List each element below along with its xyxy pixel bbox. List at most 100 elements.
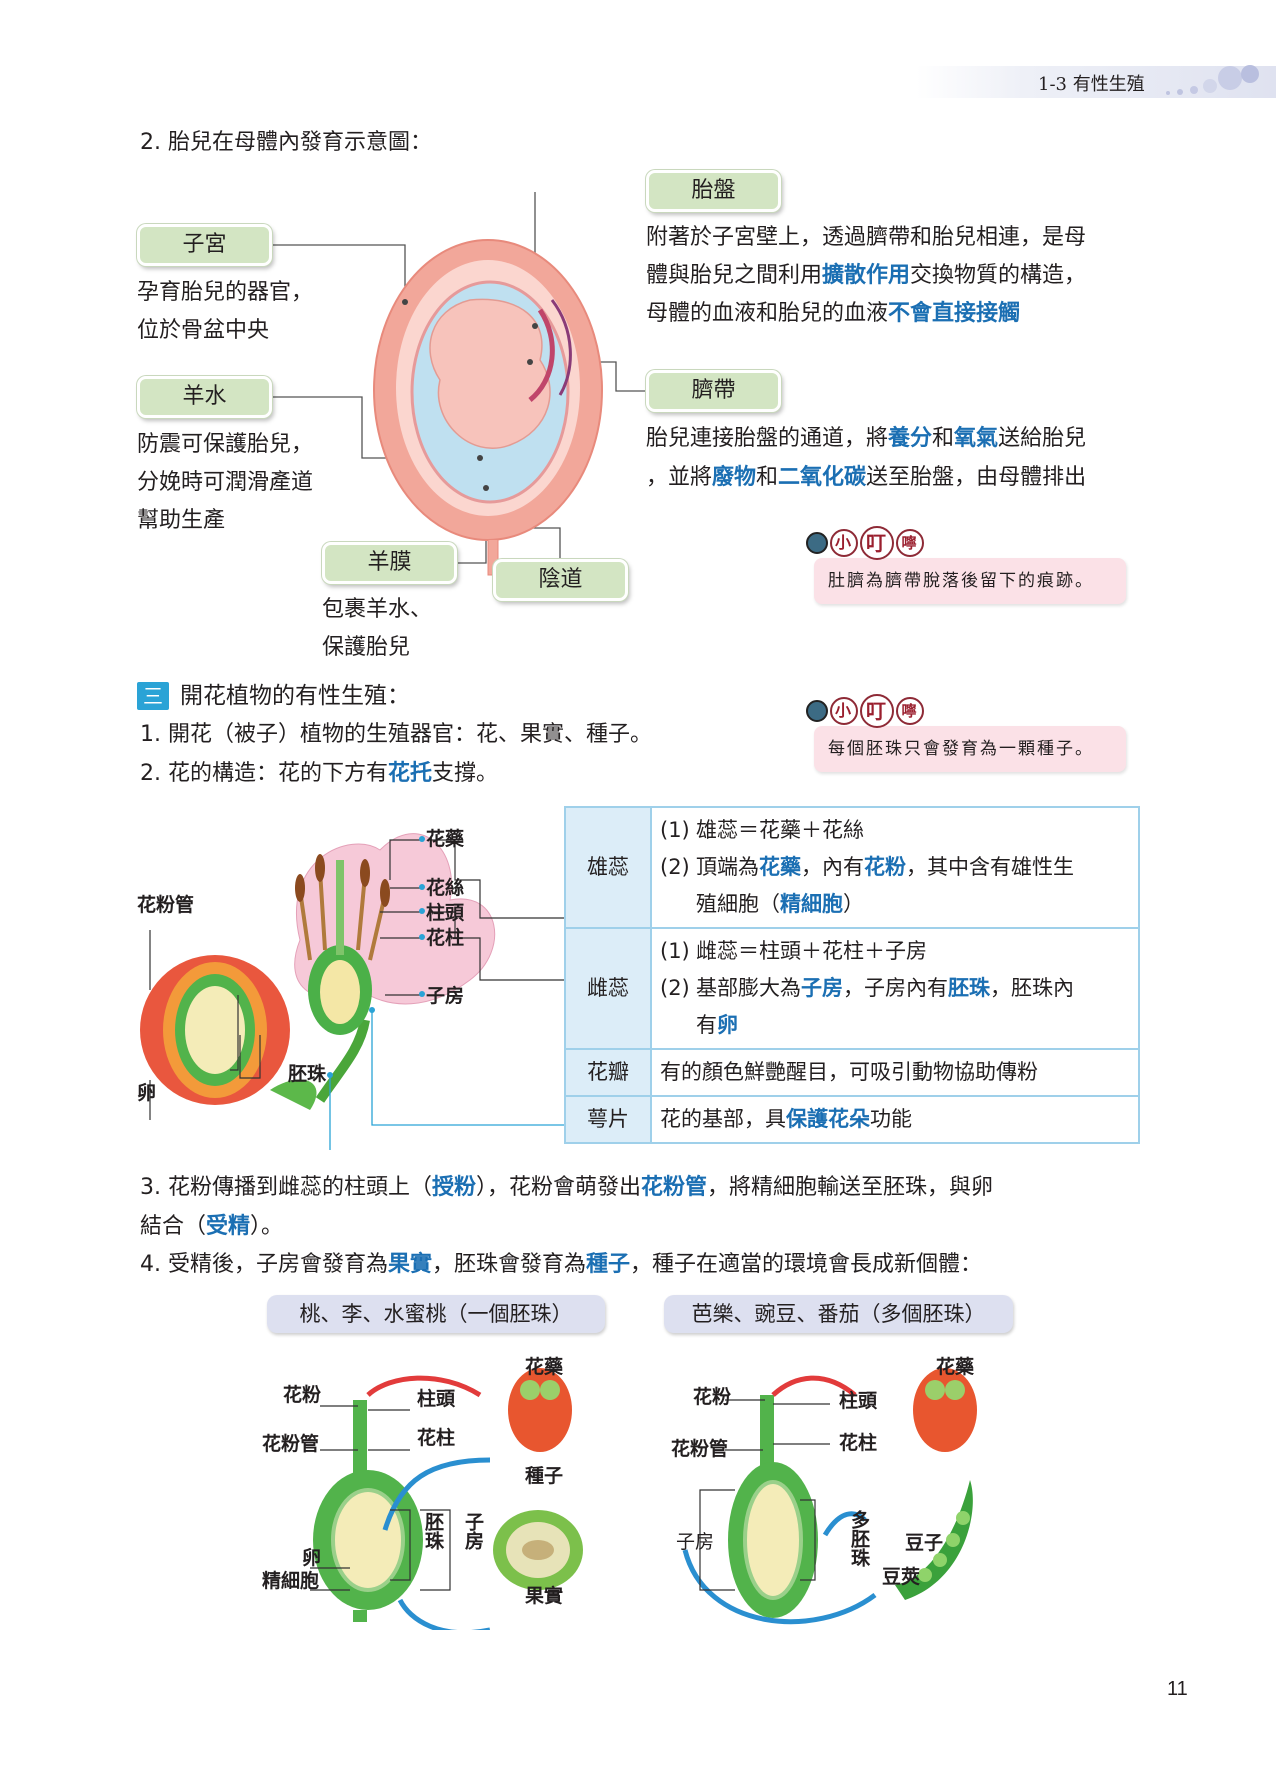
fruit-illustration bbox=[493, 1510, 583, 1590]
flower-structure-table: 雄蕊(1)雄蕊＝花藥＋花絲(2)頂端為花藥，內有花粉，其中含有雄性生殖細胞（精細… bbox=[564, 806, 1140, 1144]
tip-badge-char: 嚀 bbox=[896, 697, 924, 725]
text-segment: 殖細胞（ bbox=[696, 892, 780, 916]
uterus-illustration bbox=[373, 239, 603, 576]
ex1-label-anther: 花藥 bbox=[525, 1356, 564, 1378]
row-line: 花的基部，具保護花朵功能 bbox=[660, 1101, 1130, 1138]
ex1-label-seed: 種子 bbox=[525, 1465, 564, 1487]
row-line: 殖細胞（精細胞） bbox=[660, 886, 1130, 923]
tip-badge: 小 叮 嚀 bbox=[806, 694, 924, 728]
plants-item-3-line-1: 3. 花粉傳播到雌蕊的柱頭上（授粉），花粉會萌發出花粉管，將精細胞輸送至胚珠，與… bbox=[140, 1173, 993, 1203]
text-segment: 結合（ bbox=[140, 1214, 207, 1239]
text-segment: 附著於子宮壁上，透過臍帶和胎兒相連，是母 bbox=[646, 225, 1087, 250]
row-content: 有的顏色鮮艷醒目，可吸引動物協助傳粉 bbox=[650, 1048, 1140, 1097]
highlight-term: 授粉 bbox=[431, 1175, 476, 1200]
highlight-term: 子房 bbox=[801, 976, 843, 1000]
ex1-label-style: 花柱 bbox=[417, 1427, 456, 1449]
highlight-term: 二氧化碳 bbox=[778, 465, 867, 490]
ex2-label-stigma: 柱頭 bbox=[839, 1390, 878, 1412]
label-egg: 卵 bbox=[137, 1082, 157, 1104]
text-segment: ） bbox=[843, 892, 864, 916]
section-number-badge: 三 bbox=[137, 682, 169, 710]
placenta-label: 胎盤 bbox=[646, 170, 781, 212]
ex1-label-egg: 卵 bbox=[302, 1547, 322, 1569]
example-title-multi-ovule: 芭樂、豌豆、番茄（多個胚珠） bbox=[664, 1295, 1013, 1333]
tip-badge-char: 小 bbox=[830, 697, 858, 725]
label-pollen-tube: 花粉管 bbox=[137, 894, 195, 916]
text-segment: ，其中含有雄性生 bbox=[906, 855, 1074, 879]
umbilical-desc-1: 胎兒連接胎盤的通道，將養分和氧氣送給胎兒 bbox=[646, 424, 1086, 454]
label-ovule: 胚珠 bbox=[288, 1063, 327, 1085]
highlight-term: 花托 bbox=[387, 761, 432, 786]
highlight-term: 花粉 bbox=[864, 855, 906, 879]
label-style: 花柱 bbox=[426, 927, 465, 949]
highlight-term: 保護花朵 bbox=[786, 1107, 870, 1131]
highlight-term: 擴散作用 bbox=[822, 263, 911, 288]
text-segment: 3. 花粉傳播到雌蕊的柱頭上（ bbox=[140, 1175, 432, 1200]
row-line: 有卵 bbox=[660, 1007, 1130, 1044]
table-row: 雄蕊(1)雄蕊＝花藥＋花絲(2)頂端為花藥，內有花粉，其中含有雄性生殖細胞（精細… bbox=[564, 806, 1140, 929]
text-segment: 體與胎兒之間利用 bbox=[646, 263, 823, 288]
text-segment: ，胚珠內 bbox=[990, 976, 1074, 1000]
table-row: 花瓣有的顏色鮮艷醒目，可吸引動物協助傳粉 bbox=[564, 1048, 1140, 1097]
highlight-term: 卵 bbox=[717, 1013, 738, 1037]
ex2-label-pollen-tube: 花粉管 bbox=[671, 1438, 729, 1460]
magnifier-icon bbox=[806, 700, 828, 722]
text-segment: 1. 開花（被子）植物的生殖器官：花、果實、種子。 bbox=[140, 722, 652, 747]
placenta-desc-3: 母體的血液和胎兒的血液不會直接接觸 bbox=[646, 299, 1020, 329]
plants-item-3-line-2: 結合（受精）。 bbox=[140, 1212, 283, 1242]
item-number: (1) bbox=[660, 939, 690, 963]
amniotic-fluid-desc-3: 幫助生產 bbox=[137, 508, 226, 533]
label-anther: 花藥 bbox=[426, 828, 465, 850]
plants-item-2: 2. 花的構造：花的下方有花托支撐。 bbox=[140, 759, 498, 789]
item-number: (1) bbox=[660, 818, 690, 842]
anther-illustration bbox=[508, 1368, 572, 1452]
amnion-label: 羊膜 bbox=[322, 542, 457, 584]
text-segment: ，胚珠會發育為 bbox=[432, 1252, 587, 1277]
highlight-term: 廢物 bbox=[712, 465, 757, 490]
highlight-term: 精細胞 bbox=[780, 892, 843, 916]
text-segment: 2. 花的構造：花的下方有 bbox=[140, 761, 388, 786]
umbilical-desc-2: ，並將廢物和二氧化碳送至胎盤，由母體排出 bbox=[646, 463, 1086, 493]
peach-diagram bbox=[310, 1368, 583, 1630]
ex1-label-pollen: 花粉 bbox=[283, 1384, 322, 1406]
ex2-label-ovules: 多胚珠 bbox=[848, 1510, 870, 1567]
highlight-term: 氧氣 bbox=[954, 426, 999, 451]
highlight-term: 種子 bbox=[586, 1252, 631, 1277]
magnifier-icon bbox=[806, 532, 828, 554]
ex1-label-fruit: 果實 bbox=[525, 1585, 564, 1607]
text-segment: 花的基部，具 bbox=[660, 1107, 786, 1131]
label-ovary: 子房 bbox=[426, 985, 465, 1007]
anther-illustration bbox=[913, 1368, 977, 1452]
plants-item-1: 1. 開花（被子）植物的生殖器官：花、果實、種子。 bbox=[140, 720, 652, 750]
fertilization-diagrams bbox=[310, 1368, 977, 1630]
ex2-label-ovary: 子房 bbox=[676, 1531, 715, 1553]
pea-diagram bbox=[682, 1368, 977, 1625]
amniotic-fluid-desc-2: 分娩時可潤滑產道 bbox=[137, 470, 314, 495]
section-tag: 1-3 有性生殖 bbox=[1038, 74, 1145, 95]
text-segment: 交換物質的構造， bbox=[910, 263, 1087, 288]
row-line: (1)雌蕊＝柱頭＋花柱＋子房 bbox=[660, 933, 1130, 970]
ex2-label-pollen: 花粉 bbox=[693, 1386, 732, 1408]
row-content: 花的基部，具保護花朵功能 bbox=[650, 1095, 1140, 1144]
ex1-label-pollen-tube: 花粉管 bbox=[262, 1433, 320, 1455]
table-row: 萼片花的基部，具保護花朵功能 bbox=[564, 1095, 1140, 1144]
pea-pod-illustration bbox=[895, 1480, 973, 1600]
placenta-desc-2: 體與胎兒之間利用擴散作用交換物質的構造， bbox=[646, 261, 1086, 291]
highlight-term: 養分 bbox=[888, 426, 933, 451]
label-stigma: 柱頭 bbox=[426, 902, 465, 924]
uterus-label: 子宮 bbox=[137, 224, 272, 266]
ex1-label-ovary: 子房 bbox=[462, 1512, 484, 1550]
text-segment: 胎兒連接胎盤的通道，將 bbox=[646, 426, 889, 451]
text-segment: ），花粉會萌發出 bbox=[476, 1175, 642, 1200]
label-filament: 花絲 bbox=[426, 877, 465, 899]
ex1-label-stigma: 柱頭 bbox=[417, 1388, 456, 1410]
ex1-label-sperm: 精細胞 bbox=[262, 1570, 320, 1592]
text-segment: 基部膨大為 bbox=[696, 976, 801, 1000]
tip-badge-char: 叮 bbox=[860, 694, 894, 728]
text-segment: 送給胎兒 bbox=[998, 426, 1087, 451]
row-label: 花瓣 bbox=[564, 1048, 652, 1097]
text-segment: 支撐。 bbox=[432, 761, 499, 786]
example-title-single-ovule: 桃、李、水蜜桃（一個胚珠） bbox=[267, 1295, 605, 1333]
ex2-label-bean: 豆子 bbox=[905, 1532, 944, 1554]
section-header-bar bbox=[916, 66, 1276, 98]
